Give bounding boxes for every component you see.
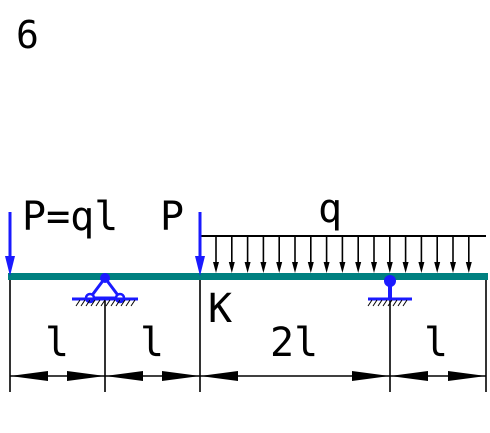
hatch-stroke <box>387 299 393 307</box>
hatch-stroke <box>377 299 383 307</box>
distributed-arrow-head <box>355 262 362 273</box>
hatch-stroke <box>85 299 91 307</box>
dimension-label-seg4: l <box>424 320 448 366</box>
hatch-stroke <box>115 299 121 307</box>
dimension-arrow-end <box>67 371 105 381</box>
distributed-arrow <box>307 236 314 273</box>
hatch-stroke <box>382 299 388 307</box>
distributed-arrow <box>323 236 330 273</box>
hatch-stroke <box>80 299 86 307</box>
hatch-stroke <box>105 299 111 307</box>
distributed-arrow-head <box>228 262 235 273</box>
dimension-arrow-end <box>448 371 486 381</box>
dimension-label-seg2: l <box>140 320 164 366</box>
dimension-label-seg1: l <box>45 320 69 366</box>
distributed-arrow-head <box>450 262 456 273</box>
distributed-arrow <box>244 236 251 273</box>
distributed-arrow-head <box>292 262 298 273</box>
distributed-arrow <box>434 236 441 273</box>
dimension-arrow-start <box>390 371 428 381</box>
hatch-stroke <box>95 299 101 307</box>
pin-ground-hatch <box>75 299 136 307</box>
distributed-load-label: q <box>318 186 342 232</box>
distributed-arrow-head <box>323 262 330 273</box>
distributed-arrow <box>276 236 283 273</box>
mid-force-label: P <box>160 194 184 240</box>
distributed-arrow-head <box>418 262 425 273</box>
distributed-arrow-head <box>307 262 314 273</box>
mid-force-arrow <box>195 212 205 276</box>
distributed-arrow-head <box>276 262 283 273</box>
distributed-load <box>200 235 486 273</box>
distributed-arrow <box>465 236 472 273</box>
distributed-arrow-head <box>402 262 409 273</box>
hatch-stroke <box>75 299 81 307</box>
left-force-arrow <box>5 212 15 276</box>
dimension-label-seg3: 2l <box>270 320 318 366</box>
hatch-stroke <box>392 299 398 307</box>
hatch-stroke <box>372 299 378 307</box>
dimension-arrow-end <box>352 371 390 381</box>
roller-support-right <box>367 275 412 307</box>
hatch-stroke <box>100 299 106 307</box>
distributed-arrow <box>339 236 346 273</box>
distributed-arrow <box>260 236 267 273</box>
hatch-stroke <box>125 299 131 307</box>
hatch-stroke <box>120 299 126 307</box>
hatch-stroke <box>397 299 403 307</box>
left-force-label: P=ql <box>22 194 118 240</box>
distributed-arrow-head <box>339 262 346 273</box>
dimension-arrow-start <box>10 371 48 381</box>
distributed-arrow <box>292 236 298 273</box>
distributed-arrow <box>355 236 362 273</box>
dimension-arrow-start <box>200 371 238 381</box>
hatch-stroke <box>90 299 96 307</box>
distributed-arrow-head <box>465 262 472 273</box>
distributed-arrow-head <box>386 262 393 273</box>
distributed-arrow <box>450 236 456 273</box>
distributed-arrow-head <box>244 262 251 273</box>
dimension-arrow-start <box>105 371 143 381</box>
distributed-arrow <box>386 236 393 273</box>
distributed-arrow <box>228 236 235 273</box>
distributed-arrow-head <box>434 262 441 273</box>
hatch-stroke <box>110 299 116 307</box>
pin-support-left <box>72 273 138 307</box>
distributed-arrow <box>402 236 409 273</box>
distributed-arrow-head <box>260 262 267 273</box>
roller-ground-hatch <box>367 299 408 307</box>
hatch-stroke <box>130 299 136 307</box>
distributed-arrow <box>213 236 219 273</box>
distributed-arrow-head <box>213 262 219 273</box>
distributed-arrow <box>371 236 377 273</box>
figure-number: 6 <box>16 13 39 57</box>
dimension-arrow-end <box>162 371 200 381</box>
distributed-load-arrows <box>213 236 472 273</box>
hatch-stroke <box>367 299 373 307</box>
beam <box>8 273 488 280</box>
hatch-stroke <box>402 299 408 307</box>
distributed-arrow <box>418 236 425 273</box>
dimension-arrows <box>10 371 486 381</box>
distributed-arrow-head <box>371 262 377 273</box>
point-k-label: K <box>208 286 232 332</box>
